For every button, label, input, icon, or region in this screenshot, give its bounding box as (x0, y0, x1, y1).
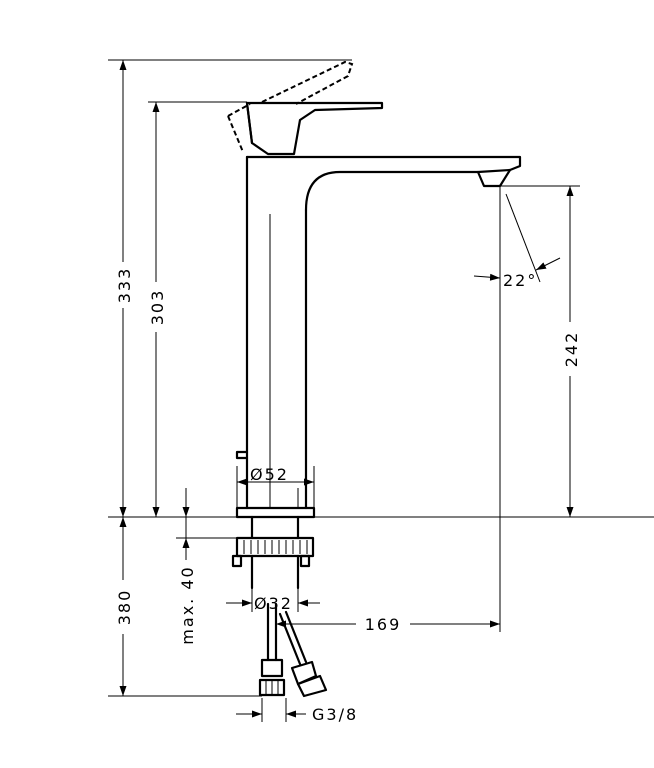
lever-handle (227, 60, 384, 156)
dimension-counter-thickness: max. 40 (176, 517, 237, 645)
body-diameter-label: Ø52 (250, 465, 289, 484)
dimension-body-diameter: Ø52 (236, 465, 315, 508)
dimension-shank-diameter: Ø32 (226, 588, 320, 613)
faucet-body (235, 155, 522, 519)
below-counter-label: 380 (115, 589, 134, 626)
projection-label: 169 (365, 615, 402, 634)
spout-angle-label: 22° (503, 271, 537, 290)
dimension-spout-angle: 22° (473, 186, 561, 632)
dimension-overall-height: 333 (108, 59, 654, 518)
dimension-projection: 169 (276, 615, 500, 634)
dimension-connection-thread: G3/8 (236, 698, 358, 724)
spout-height-label: 242 (562, 331, 581, 368)
shank-diameter-label: Ø32 (254, 594, 293, 613)
dimension-spout-height: 242 (500, 185, 581, 517)
overall-height-label: 333 (115, 267, 134, 304)
lever-height-label: 303 (148, 289, 167, 326)
supply-hoses (258, 602, 328, 698)
dimension-lever-height: 303 (148, 101, 247, 517)
dimension-below-counter: 380 (108, 517, 262, 697)
counter-thickness-label: max. 40 (178, 565, 197, 644)
connection-thread-label: G3/8 (312, 705, 358, 724)
mounting-shank (231, 515, 315, 590)
